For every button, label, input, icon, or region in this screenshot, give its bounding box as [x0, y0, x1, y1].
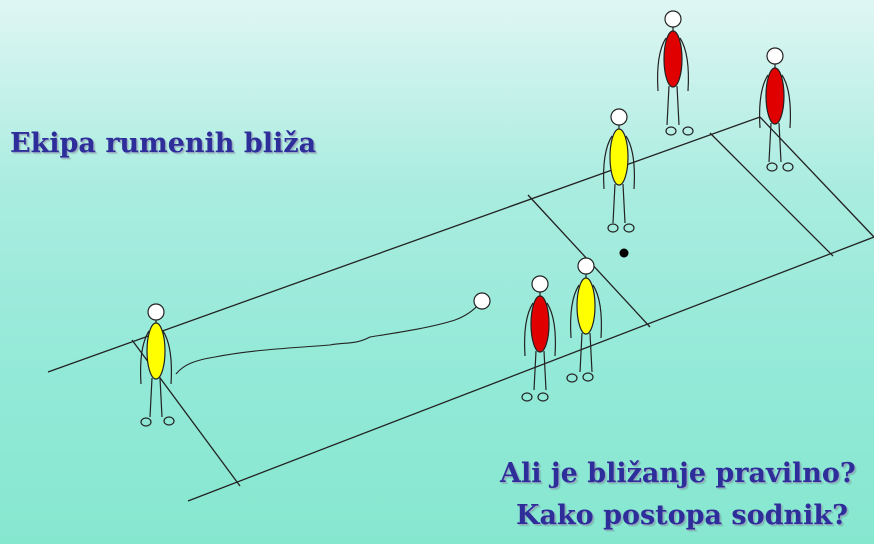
court — [47, 116, 874, 502]
end-line — [759, 116, 874, 238]
red-player-far-right — [758, 47, 794, 172]
question-text-1: Ali je bližanje pravilno? — [500, 458, 856, 489]
yellow-player-near — [566, 257, 603, 383]
red-player-far-left — [656, 10, 694, 136]
yellow-player-thrower — [139, 303, 175, 427]
rolling-ball — [473, 292, 491, 310]
jack-ball — [619, 248, 629, 258]
court-bottom-line — [187, 236, 874, 502]
court-top-line — [47, 116, 761, 373]
question-text-2: Kako postopa sodnik? — [516, 500, 848, 531]
diagram-title: Ekipa rumenih bliža — [10, 128, 317, 159]
ball-path — [175, 302, 481, 375]
red-player-near — [521, 275, 557, 402]
yellow-player-mid — [602, 108, 636, 233]
far-line — [709, 132, 834, 257]
